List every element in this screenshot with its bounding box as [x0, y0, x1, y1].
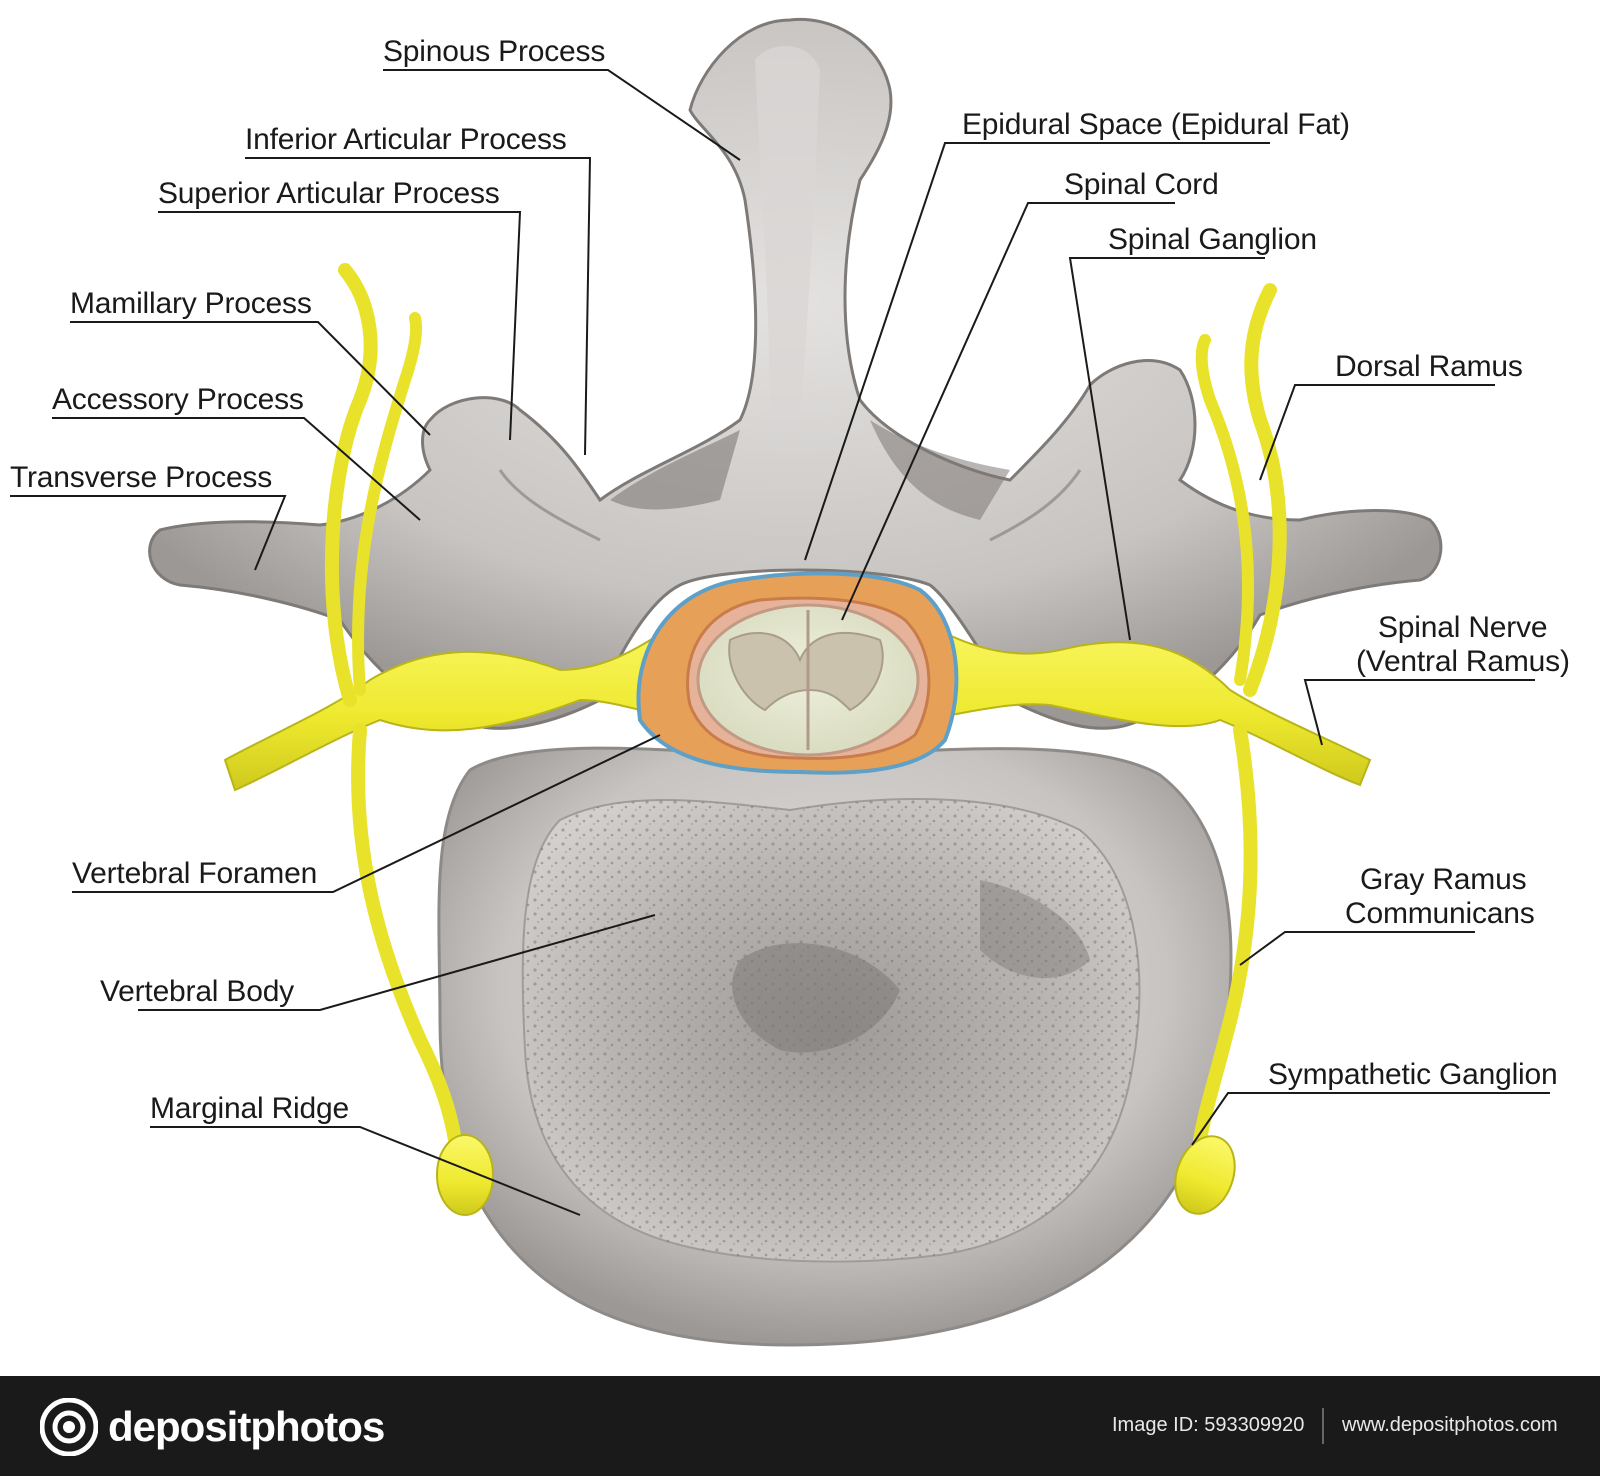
image-id: Image ID: 593309920: [1112, 1414, 1305, 1436]
label-spinous-process: Spinous Process: [383, 35, 606, 68]
vertebral-body-shape: [437, 746, 1233, 1347]
spinal-cord-shape: [696, 603, 920, 757]
label-vertebral-foramen: Vertebral Foramen: [72, 857, 318, 890]
label-transverse-process: Transverse Process: [10, 461, 273, 494]
label-spinal-nerve-line1: Spinal Nerve: [1378, 611, 1548, 644]
label-marginal-ridge: Marginal Ridge: [150, 1092, 349, 1125]
label-sympathetic-ganglion: Sympathetic Ganglion: [1268, 1058, 1558, 1091]
sympathetic-ganglion-left-shape: [436, 1134, 494, 1216]
brand-name: depositphotos: [108, 1403, 385, 1450]
label-vertebral-body: Vertebral Body: [100, 975, 294, 1008]
spinal-nerves-shape: [223, 263, 1372, 1147]
label-epidural-space: Epidural Space (Epidural Fat): [962, 108, 1350, 141]
vertebra-illustration: Spinous Process Inferior Articular Proce…: [10, 17, 1570, 1347]
label-accessory-process: Accessory Process: [52, 383, 304, 416]
label-dorsal-ramus: Dorsal Ramus: [1335, 350, 1523, 383]
vertebral-arch-shape: [148, 17, 1443, 730]
label-mamillary-process: Mamillary Process: [70, 287, 312, 320]
label-gray-ramus-line2: Communicans: [1345, 897, 1535, 930]
label-inferior-articular-process: Inferior Articular Process: [245, 123, 567, 156]
label-spinal-nerve-line2: (Ventral Ramus): [1356, 645, 1570, 678]
footer-divider: [1322, 1408, 1324, 1444]
leader-lines: [10, 69, 1550, 1216]
site-link[interactable]: www.depositphotos.com: [1342, 1414, 1558, 1436]
label-spinal-cord: Spinal Cord: [1064, 168, 1219, 201]
brand-logo[interactable]: depositphotos: [40, 1396, 385, 1458]
label-spinal-ganglion: Spinal Ganglion: [1108, 223, 1317, 256]
footer-bar: depositphotos Image ID: 593309920 www.de…: [0, 1376, 1600, 1476]
camera-icon: [40, 1398, 98, 1456]
label-superior-articular-process: Superior Articular Process: [158, 177, 500, 210]
sympathetic-ganglion-right-shape: [1174, 1135, 1236, 1215]
label-gray-ramus-line1: Gray Ramus: [1360, 863, 1527, 896]
